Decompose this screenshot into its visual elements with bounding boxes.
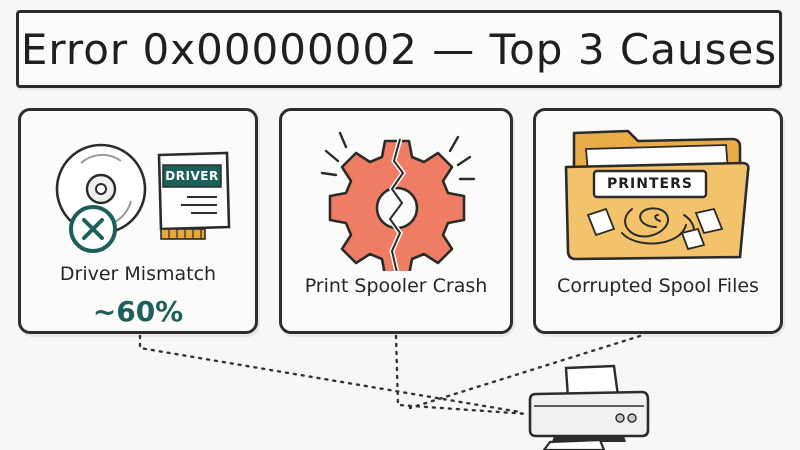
driver-badge: DRIVER	[165, 169, 219, 183]
printers-folder-icon	[564, 129, 750, 261]
cause-stat: ~60%	[92, 295, 184, 328]
driver-disc-icon	[55, 143, 231, 253]
cause-label: Driver Mismatch	[59, 263, 217, 285]
cause-card-driver-mismatch: DRIVER Driver Mismatch ~60%	[18, 108, 258, 334]
connector-spooler	[394, 334, 530, 416]
title-box: Error 0x00000002 — Top 3 Causes	[16, 10, 782, 88]
cause-card-corrupted-spool-files: PRINTERS Corrupted Spool Files	[533, 108, 783, 334]
cause-label: Corrupted Spool Files	[557, 275, 759, 297]
printer-icon	[528, 364, 650, 450]
connector-spool-files	[408, 334, 642, 410]
printers-badge: PRINTERS	[607, 176, 693, 192]
cause-label: Print Spooler Crash	[304, 275, 488, 297]
connector-driver	[138, 334, 522, 414]
page-title: Error 0x00000002 — Top 3 Causes	[20, 24, 778, 74]
cause-card-print-spooler-crash: Print Spooler Crash	[279, 108, 513, 334]
broken-gear-icon	[320, 131, 476, 271]
